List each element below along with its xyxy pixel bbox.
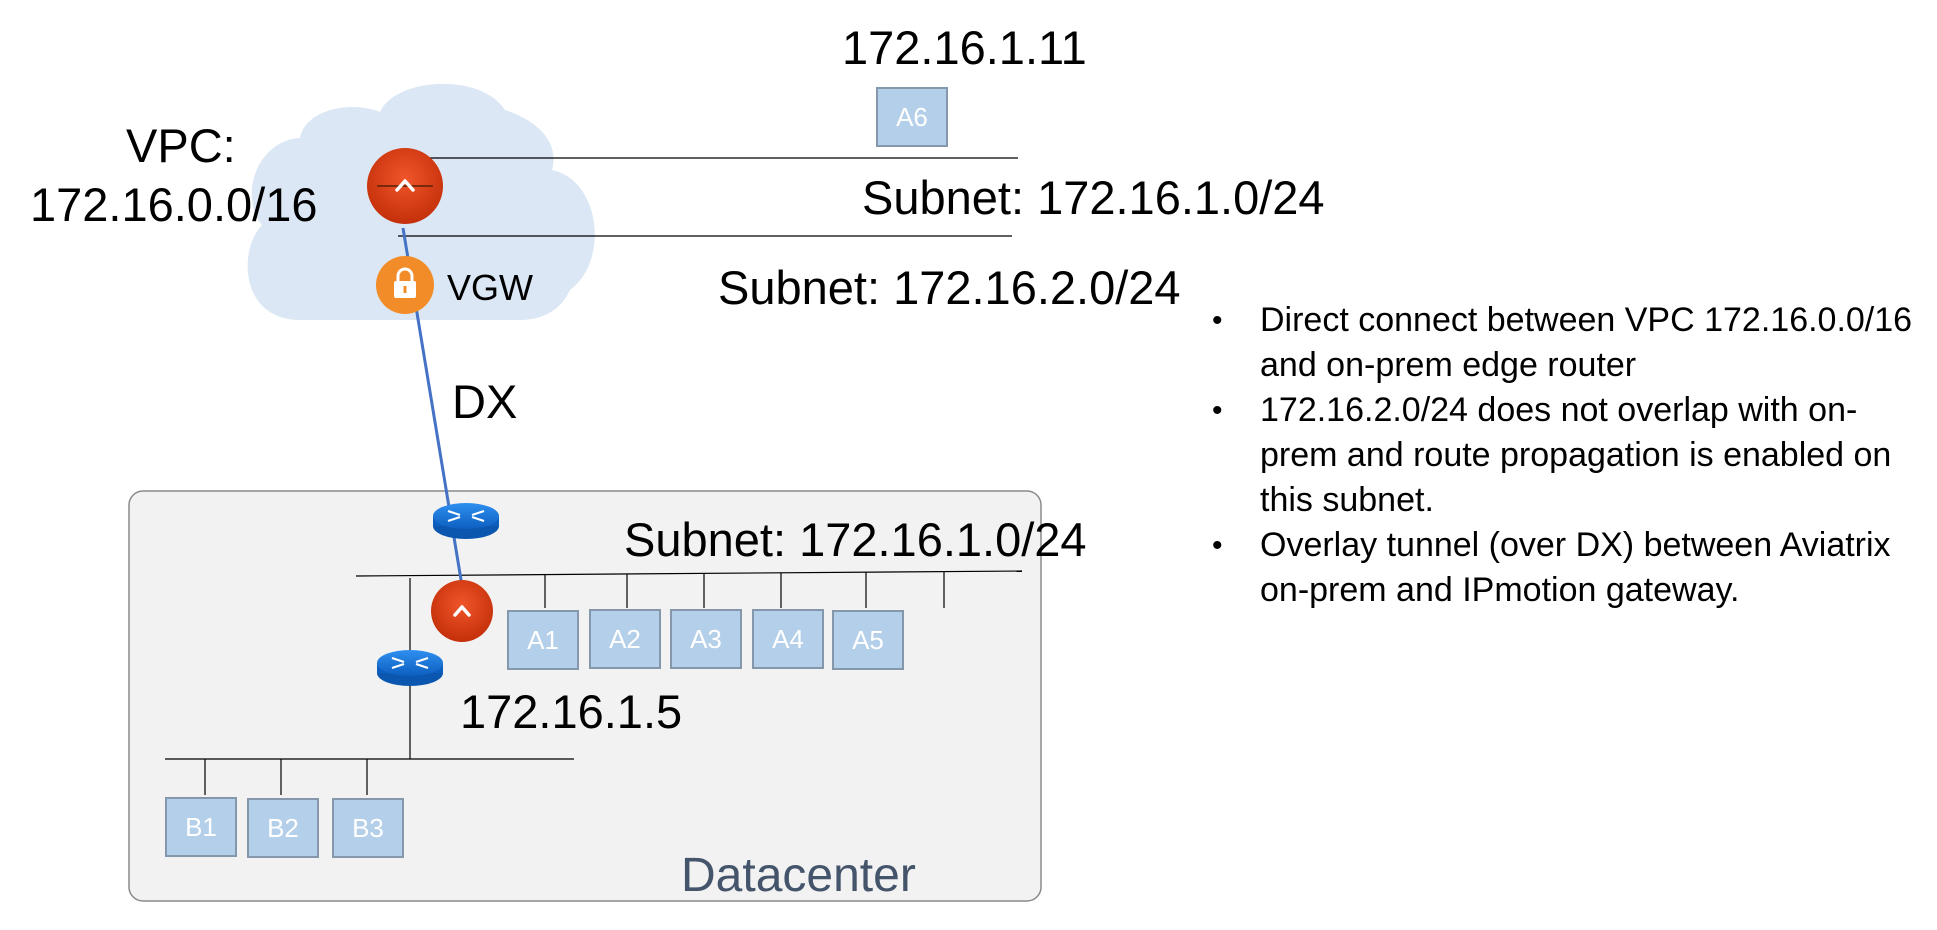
aviatrix-vpc-gateway-icon [367,148,443,224]
dc-subnet-label: Subnet: 172.16.1.0/24 [624,513,1087,566]
note-item: Overlay tunnel (over DX) between Aviatri… [1210,523,1930,613]
host-a4: A4 [752,609,824,669]
edge-router-icon [433,503,499,539]
gateway-ip-label: 172.16.1.5 [460,685,683,738]
host-b3: B3 [332,798,404,858]
a-host-drops [544,572,945,608]
host-a2: A2 [589,609,661,669]
vgw-label: VGW [447,267,533,308]
vpc-subnet-1-label: Subnet: 172.16.1.0/24 [862,171,1325,224]
note-item: Direct connect between VPC 172.16.0.0/16… [1210,298,1930,388]
b-host-drops [204,759,368,795]
vpc-subnet-2-label: Subnet: 172.16.2.0/24 [718,261,1181,314]
vpc-cidr: 172.16.0.0/16 [30,178,318,231]
host-a5: A5 [832,610,904,670]
host-b2: B2 [247,798,319,858]
datacenter-label: Datacenter [681,849,916,902]
dc-subnet-a-line [355,570,1023,577]
note-item: 172.16.2.0/24 does not overlap with on-p… [1210,388,1930,523]
a6-host-ip: 172.16.1.11 [842,21,1087,74]
internal-router-icon [377,650,443,686]
aviatrix-onprem-gateway-icon [431,580,493,642]
vpc-label: VPC: [126,119,236,172]
host-a1: A1 [507,610,579,670]
notes-list: Direct connect between VPC 172.16.0.0/16… [1210,298,1930,613]
vgw-lock-icon [376,256,434,314]
host-b1: B1 [165,797,237,857]
host-a3: A3 [670,609,742,669]
host-a6: A6 [876,87,948,147]
dx-label: DX [452,375,518,428]
